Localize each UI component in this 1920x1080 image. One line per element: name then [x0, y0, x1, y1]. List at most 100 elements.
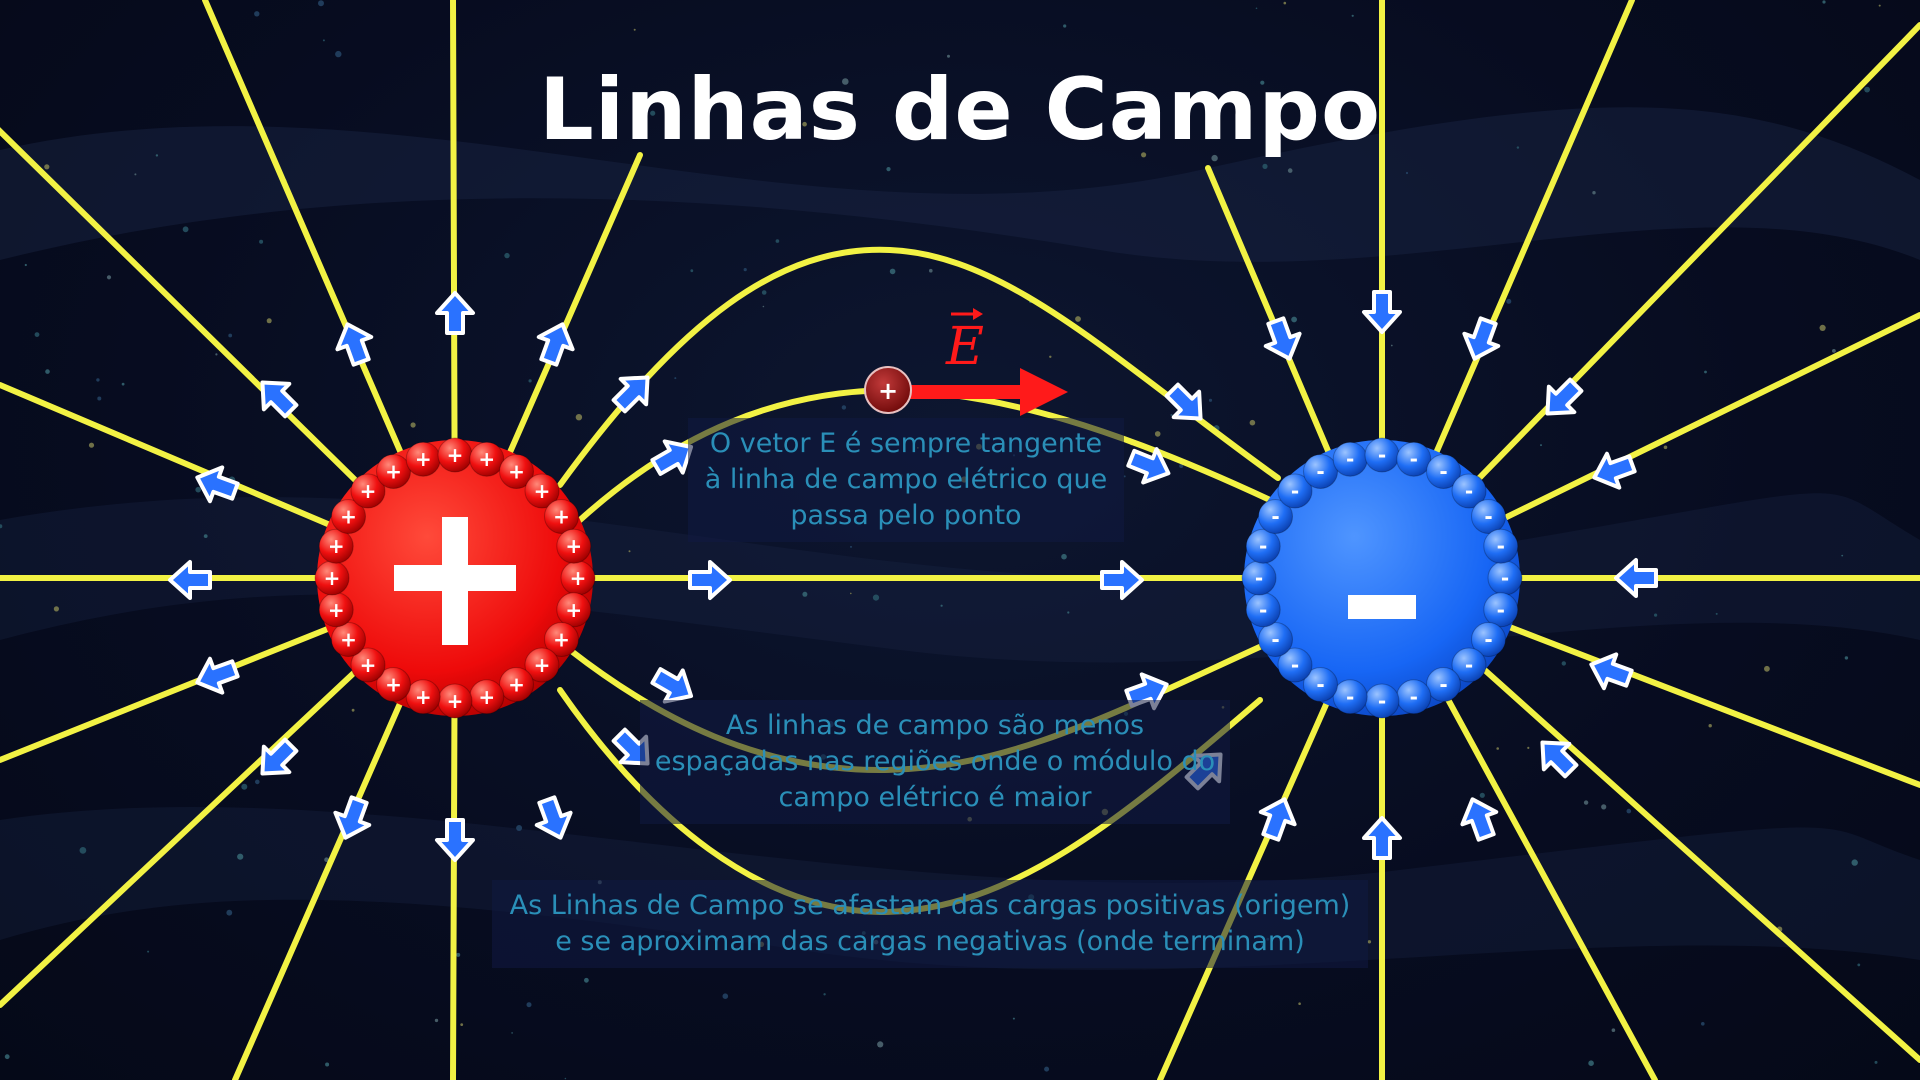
star [1841, 554, 1844, 557]
negative-surface-bead-symbol: - [1255, 566, 1263, 590]
star [410, 422, 416, 428]
star [1701, 1022, 1705, 1026]
negative-surface-bead [1258, 499, 1293, 534]
star [460, 1023, 464, 1026]
density-note: As linhas de campo são menos espaçadas n… [640, 700, 1230, 824]
positive-surface-bead [556, 528, 592, 564]
star [1351, 14, 1354, 17]
star [1654, 613, 1658, 617]
direction-arrow-icon [335, 322, 374, 367]
direction-arrow-icon [1362, 290, 1402, 334]
star [96, 378, 100, 382]
positive-surface-bead-symbol: + [478, 685, 495, 709]
star [1583, 800, 1589, 805]
slide-title: Linhas de Campo [538, 60, 1382, 160]
direction-arrow-icon [435, 291, 475, 335]
star [88, 442, 95, 448]
positive-surface-bead [499, 454, 534, 489]
positive-surface-bead [376, 667, 411, 702]
star [1874, 1060, 1878, 1064]
star [1405, 171, 1409, 175]
star [1249, 419, 1256, 426]
star [674, 377, 677, 380]
test-charge-symbol: + [878, 377, 898, 405]
star [228, 333, 233, 338]
positive-surface-bead-symbol: + [328, 598, 345, 622]
star [1063, 24, 1067, 28]
direction-arrow-icon [534, 795, 573, 840]
direction-note: As Linhas de Campo se afastam das cargas… [492, 880, 1368, 968]
star [526, 1002, 532, 1008]
positive-surface-bead [318, 528, 354, 564]
direction-arrow-icon [195, 465, 240, 504]
positive-surface-bead-symbol: + [324, 566, 341, 590]
negative-surface-charges: ------------------------ [1241, 437, 1523, 719]
star [1188, 106, 1191, 109]
star [1262, 163, 1268, 169]
negative-surface-bead [1471, 622, 1506, 657]
star [241, 783, 248, 790]
negative-surface-bead [1277, 647, 1313, 683]
positive-surface-bead-symbol: + [447, 443, 464, 467]
star [841, 405, 847, 410]
direction-arrow-icon [435, 818, 475, 862]
direction-arrow-icon [1545, 377, 1584, 416]
star [1154, 431, 1161, 437]
star [633, 28, 636, 31]
star [254, 11, 260, 17]
positive-surface-bead [556, 592, 592, 628]
direction-arrow-icon [1460, 797, 1499, 842]
star [259, 239, 264, 244]
negative-surface-bead [1258, 622, 1293, 657]
positive-surface-bead [524, 647, 560, 683]
star [1715, 612, 1718, 615]
star [155, 154, 159, 157]
star [1851, 859, 1858, 866]
direction-arrow-icon [1540, 740, 1579, 779]
negative-surface-bead-symbol: - [1316, 673, 1324, 697]
star [44, 164, 50, 170]
negative-surface-bead [1277, 473, 1313, 509]
star [1283, 1, 1287, 5]
positive-surface-bead-symbol: + [340, 628, 357, 652]
star [1061, 553, 1067, 560]
positive-surface-bead [331, 622, 366, 657]
direction-arrow-icon [536, 322, 575, 367]
field-vector-shaft [895, 385, 1025, 399]
direction-arrows [168, 290, 1658, 862]
star [1601, 804, 1607, 810]
negative-surface-bead-symbol: - [1465, 479, 1473, 503]
star [877, 1041, 884, 1048]
negative-surface-bead [1245, 528, 1281, 564]
positive-surface-bead-symbol: + [385, 673, 402, 697]
star [1287, 168, 1293, 173]
star [1704, 370, 1707, 374]
star [53, 606, 60, 612]
star [722, 993, 729, 999]
field-vector: E [895, 308, 1068, 416]
negative-surface-bead-symbol: - [1259, 598, 1267, 622]
star [237, 853, 244, 860]
negative-surface-bead [1483, 592, 1519, 628]
vector-arrow-tip [973, 308, 983, 320]
star [1141, 152, 1147, 158]
negative-surface-bead-symbol: - [1439, 460, 1447, 484]
star [1822, 0, 1826, 4]
positive-surface-bead-symbol: + [534, 479, 551, 503]
negative-surface-bead-symbol: - [1271, 628, 1279, 652]
star [1819, 324, 1826, 331]
star [1626, 808, 1632, 814]
direction-arrow-icon [1589, 652, 1634, 691]
star [504, 252, 510, 259]
direction-arrow-icon [1126, 447, 1171, 485]
star [1832, 349, 1836, 353]
star [456, 952, 461, 957]
star [322, 39, 325, 42]
star [516, 825, 523, 831]
positive-surface-bead [376, 454, 411, 489]
star [650, 110, 656, 116]
direction-arrow-icon [650, 667, 694, 704]
negative-surface-bead-symbol: - [1497, 534, 1505, 558]
star [886, 167, 891, 172]
